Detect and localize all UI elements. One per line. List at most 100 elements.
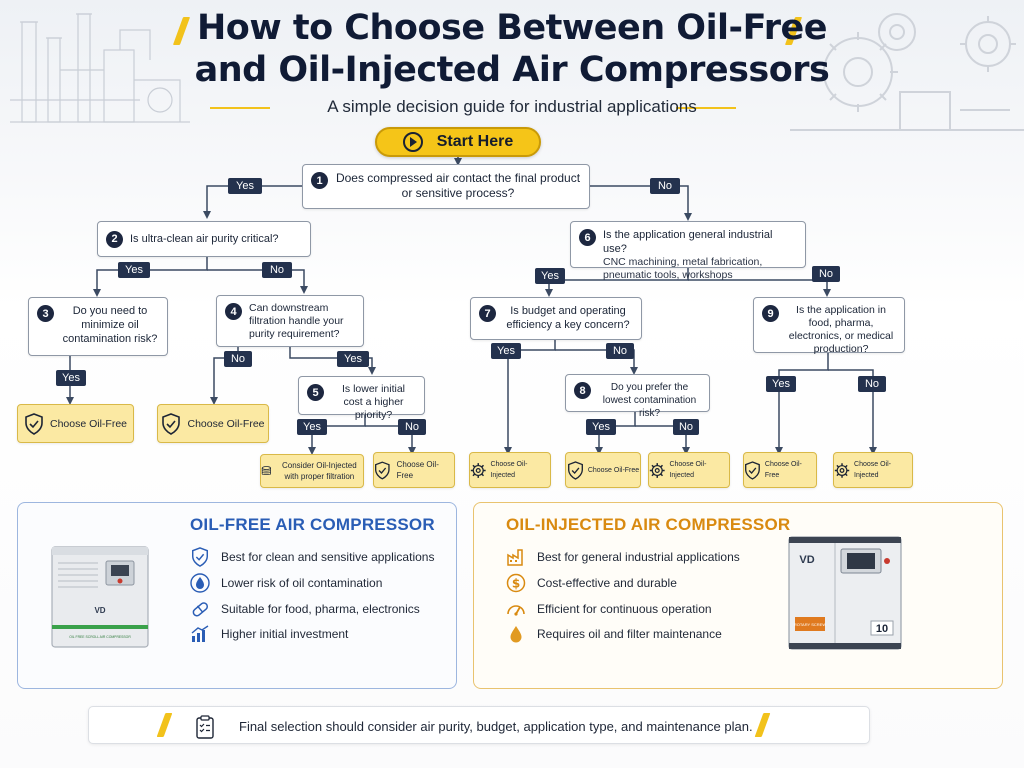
question-number: 9 (762, 305, 779, 322)
result-q7-oil-injected: Choose Oil-Injected (469, 452, 551, 488)
oil-free-feature-1: Best for clean and sensitive application… (190, 547, 434, 567)
question-number: 5 (307, 384, 324, 401)
shield-check-icon (745, 460, 760, 480)
oil-injected-brand: VD (799, 554, 814, 566)
answer-no-q4: No (224, 351, 252, 367)
answer-yes-q2: Yes (118, 262, 150, 278)
result-q5-oil-injected-filtration: Consider Oil-Injected with proper filtra… (260, 454, 364, 488)
question-text: Do you prefer the lowest contamination r… (602, 382, 697, 419)
svg-text:$: $ (512, 577, 520, 591)
gear-icon (470, 462, 486, 478)
oil-injected-machine-label: ROTARY SCREW (794, 622, 826, 627)
answer-yes-q9: Yes (766, 376, 796, 392)
answer-yes-q6: Yes (535, 268, 565, 284)
question-text: Is the application in food, pharma, elec… (788, 304, 894, 355)
question-number: 3 (37, 305, 54, 322)
dollar-coin-icon: $ (506, 573, 526, 593)
answer-no-q9: No (858, 376, 886, 392)
oil-injected-feature-2: $ Cost-effective and durable (506, 573, 677, 593)
question-1: 1 Does compressed air contact the final … (302, 164, 590, 209)
result-text: Choose Oil-Free (587, 466, 640, 474)
question-4: 4 Can downstream filtration handle your … (216, 295, 364, 347)
bar-chart-icon (191, 625, 209, 642)
industrial-background-art (10, 13, 1024, 131)
gauge-icon (507, 605, 525, 616)
shield-check-icon (162, 412, 181, 435)
question-text: Is budget and operating efficiency a key… (506, 305, 630, 331)
oil-free-feature-4: Higher initial investment (190, 624, 348, 644)
question-text: Is lower initial cost a higher priority? (341, 383, 406, 421)
oil-drop-icon (510, 626, 522, 643)
subtitle-rule-left (210, 107, 270, 109)
oil-injected-feature-3: Efficient for continuous operation (506, 599, 712, 619)
coins-icon (261, 466, 271, 476)
footer-note: Final selection should consider air puri… (88, 706, 870, 744)
subtitle-rule-right (676, 107, 736, 109)
oil-free-machine-label: OIL FREE SCROLL AIR COMPRESSOR (69, 635, 131, 639)
result-text: Consider Oil-Injected with proper filtra… (282, 461, 357, 481)
factory-icon (507, 549, 523, 566)
question-number: 4 (225, 303, 242, 320)
question-text: Is ultra-clean air purity critical? (130, 233, 279, 245)
answer-no-q7: No (606, 343, 634, 359)
shield-check-icon (192, 547, 208, 567)
answer-no-q1: No (650, 178, 680, 194)
question-text: Can downstream filtration handle your pu… (249, 302, 344, 340)
result-q5-oil-free: Choose Oil-Free (373, 452, 455, 488)
oil-injected-title: OIL-INJECTED AIR COMPRESSOR (506, 515, 791, 534)
answer-yes-q7: Yes (491, 343, 521, 359)
footer-accent-right (754, 713, 771, 737)
answer-yes-q4: Yes (337, 351, 369, 367)
question-text: Is the application general industrial us… (603, 229, 773, 255)
question-number: 8 (574, 382, 591, 399)
answer-no-q2: No (262, 262, 292, 278)
question-number: 7 (479, 305, 496, 322)
question-number: 6 (579, 229, 596, 246)
question-text: Do you need to minimize oil contaminatio… (62, 305, 158, 345)
answer-no-q5: No (398, 419, 426, 435)
title-line-2: and Oil-Injected Air Compressors (194, 50, 830, 90)
oil-free-brand: VD (94, 606, 105, 615)
result-text: Choose Oil-Free (187, 417, 265, 430)
question-text: Does compressed air contact the final pr… (335, 171, 581, 200)
start-here-button[interactable]: Start Here (375, 127, 541, 157)
result-text: Choose Oil-Injected (669, 461, 707, 479)
result-q9-oil-injected: Choose Oil-Injected (833, 452, 913, 488)
answer-no-q8: No (673, 419, 699, 435)
oil-injected-feature-4: Requires oil and filter maintenance (506, 624, 722, 644)
feature-text: Efficient for continuous operation (537, 602, 712, 616)
result-q8-oil-injected: Choose Oil-Injected (648, 452, 730, 488)
feature-text: Higher initial investment (221, 627, 349, 641)
question-number: 2 (106, 230, 123, 248)
shield-check-icon (567, 460, 583, 480)
answer-no-q6: No (812, 266, 840, 282)
question-3: 3 Do you need to minimize oil contaminat… (28, 297, 168, 356)
shield-check-icon (374, 460, 390, 480)
oil-injected-feature-1: Best for general industrial applications (506, 547, 740, 567)
question-examples: CNC machining, metal fabrication, pneuma… (603, 256, 763, 281)
result-text: Choose Oil-Free (396, 460, 439, 480)
oil-free-feature-3: Suitable for food, pharma, electronics (190, 599, 420, 619)
result-text: Choose Oil-Injected (490, 461, 528, 479)
footer-accent-left (156, 713, 173, 737)
feature-text: Lower risk of oil contamination (221, 576, 383, 590)
result-text: Choose Oil-Injected (854, 461, 891, 479)
oil-injected-compressor-image: VD ROTARY SCREW 10 (788, 536, 902, 650)
clipboard-checklist-icon (196, 715, 214, 739)
feature-text: Best for clean and sensitive application… (221, 550, 435, 564)
start-label: Start Here (436, 133, 514, 150)
question-6: 6 Is the application general industrial … (570, 221, 806, 281)
answer-yes-q8: Yes (586, 419, 616, 435)
droplet-icon (190, 573, 210, 593)
result-q8-oil-free: Choose Oil-Free (565, 452, 641, 488)
oil-free-panel: VD OIL FREE SCROLL AIR COMPRESSOR OIL-FR… (17, 502, 457, 689)
feature-text: Cost-effective and durable (537, 576, 677, 590)
result-text: Choose Oil-Free (764, 461, 802, 479)
feature-text: Best for general industrial applications (537, 550, 740, 564)
play-icon (402, 132, 423, 152)
result-q3-oil-free: Choose Oil-Free (17, 404, 134, 443)
answer-yes-q1: Yes (228, 178, 262, 194)
question-7: 7 Is budget and operating efficiency a k… (470, 297, 642, 340)
question-5: 5 Is lower initial cost a higher priorit… (298, 376, 425, 421)
capsule-icon (192, 602, 209, 617)
